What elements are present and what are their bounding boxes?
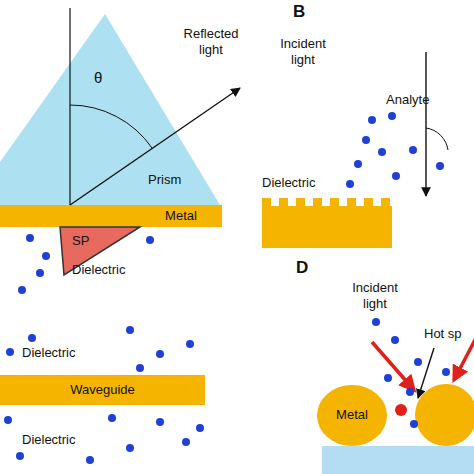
analyte-dot [28,334,36,342]
incident-ray [372,342,414,390]
part-name: Metal [150,208,212,224]
waveguide-shape [0,375,205,405]
leader-line [418,348,434,398]
metal-nanoparticle-shape [317,385,387,446]
analyte-label: Analyte [386,92,456,108]
angle-arc [426,128,448,150]
grating-tooth [313,198,322,207]
substrate [322,446,474,474]
analyte-dot [354,160,362,168]
analyte-dot [414,358,422,366]
analyte-dot [372,318,380,326]
analyte-dot [156,350,164,358]
ray-label: Reflected light [176,26,246,58]
analyte-dot [36,269,44,277]
metal-film-shape [0,205,222,227]
incident-ray [425,52,426,196]
analyte-dot [196,424,204,432]
analyte-dot [406,388,414,396]
metal-nanoparticle [415,384,474,446]
grating-tooth [279,198,288,207]
medium-label: Dielectric [22,345,102,361]
metal-grating [262,198,392,248]
grating-tooth [381,198,390,207]
analyte-dot [126,444,134,452]
part-name: Waveguide [0,382,205,398]
analyte-dot [126,326,134,334]
analyte-dot [368,116,376,124]
grating-tooth [330,198,339,207]
analyte-dot [108,414,116,422]
prism-shape [0,14,220,205]
analyte-dot [392,172,400,180]
analyte-dot [136,364,144,372]
grating-tooth [262,198,271,207]
analyte-dot [26,234,34,242]
ray-label: Incident light [344,280,406,312]
analyte-dot [4,416,12,424]
analyte-dot [16,452,24,460]
prism-outline [0,14,220,206]
grating-tooth [347,198,356,207]
metal-film: Metal [0,205,222,227]
incident-ray [454,338,474,380]
part-name: SP [72,233,102,249]
analyte-dot [6,348,14,356]
medium-label: Dielectric [72,262,152,278]
grating-body [262,206,392,248]
analyte-dot [146,236,154,244]
medium-label: Dielectric [22,432,102,448]
analyte-dot [442,368,450,376]
part-name: Metal [317,407,387,423]
analyte-dot [388,112,396,120]
analyte-dot [18,286,26,294]
panel-letter: D [296,260,320,276]
waveguide: Waveguide [0,375,205,405]
grating-tooth [364,198,373,207]
analyte-dot [42,252,50,260]
ray-label: Incident light [272,36,334,68]
part-name: Prism [148,172,208,188]
hot-spot [395,404,407,416]
analyte-dot [384,374,392,382]
analyte-dot [436,162,444,170]
analyte-dot [362,136,370,144]
prism: Prism [0,14,220,206]
analyte-dot [378,148,386,156]
analyte-dot [409,146,417,154]
angle-symbol: θ [94,70,118,86]
analyte-dot [86,456,94,464]
grating-tooth [296,198,305,207]
hot-spot-label: Hot sp [424,326,474,342]
analyte-dot [156,418,164,426]
analyte-dot [186,340,194,348]
panel-letter: B [293,4,317,20]
analyte-dot [346,180,354,188]
medium-label: Dielectric [262,175,342,191]
analyte-dot [391,336,399,344]
analyte-dot [410,420,418,428]
metal-nanoparticle: Metal [317,385,387,446]
analyte-dot [182,438,190,446]
